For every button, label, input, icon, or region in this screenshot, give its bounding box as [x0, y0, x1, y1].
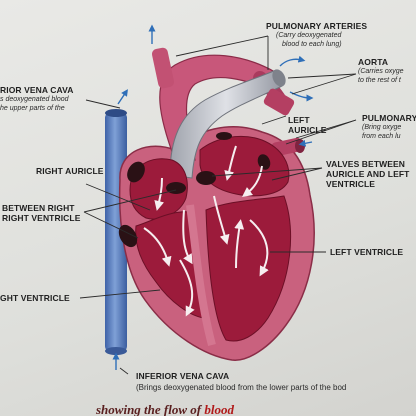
- pulmonary-arteries-desc-2: blood to each lung): [282, 41, 342, 48]
- pulmonary-arteries-label: PULMONARY ARTERIES: [266, 21, 368, 31]
- left-auricle-label-2: AURICLE: [288, 125, 327, 135]
- septum: [186, 204, 216, 347]
- pulmonary-arteries-desc-1: (Carry deoxygenated: [276, 32, 342, 39]
- caption-line: showing the flow of blood: [96, 402, 234, 416]
- superior-vena-cava-desc-1: s deoxygenated blood: [0, 96, 69, 103]
- valves-right-label-1: BETWEEN RIGHT: [2, 203, 75, 213]
- pulmonary-veins-desc-2: from each lu: [362, 133, 401, 140]
- right-ventricle-label: GHT VENTRICLE: [0, 293, 70, 303]
- aorta-desc-1: (Carries oxyge: [358, 68, 404, 75]
- aorta-label: AORTA: [358, 57, 389, 67]
- left-auricle-label-1: LEFT: [288, 115, 310, 125]
- blood-flow-arrows: [143, 145, 269, 317]
- valves-left-label-3: VENTRICLE: [326, 179, 376, 189]
- left-ventricle-chamber: [205, 195, 292, 342]
- left-ventricle-label: LEFT VENTRICLE: [330, 247, 404, 257]
- right-auricle-chamber: [129, 158, 188, 220]
- valves-left-label-1: VALVES BETWEEN: [326, 159, 406, 169]
- left-auricle-chamber: [199, 135, 290, 197]
- aorta-vessel: [169, 69, 286, 179]
- vessel-openings: [118, 132, 271, 248]
- pulmonary-veins-desc-1: (Bring oxyge: [362, 124, 402, 131]
- right-auricle-label: RIGHT AURICLE: [36, 166, 104, 176]
- pulmonary-veins-label: PULMONARY: [362, 113, 416, 123]
- valves-left-label-2: AURICLE AND LEFT: [326, 169, 410, 179]
- inferior-vena-cava-desc: (Brings deoxygenated blood from the lowe…: [136, 383, 347, 392]
- external-flow-arrows: [112, 24, 314, 370]
- aorta-desc-2: to the rest of t: [358, 77, 401, 84]
- inferior-vena-cava-label: INFERIOR VENA CAVA: [136, 371, 230, 381]
- valves-right-label-2: RIGHT VENTRICLE: [2, 213, 81, 223]
- pointer-lines: [79, 35, 357, 375]
- superior-vena-cava-label: RIOR VENA CAVA: [0, 85, 74, 95]
- superior-vena-cava-desc-2: he upper parts of the: [0, 105, 65, 112]
- caption-highlight: blood: [204, 402, 234, 416]
- caption-text: showing the flow of: [96, 402, 205, 416]
